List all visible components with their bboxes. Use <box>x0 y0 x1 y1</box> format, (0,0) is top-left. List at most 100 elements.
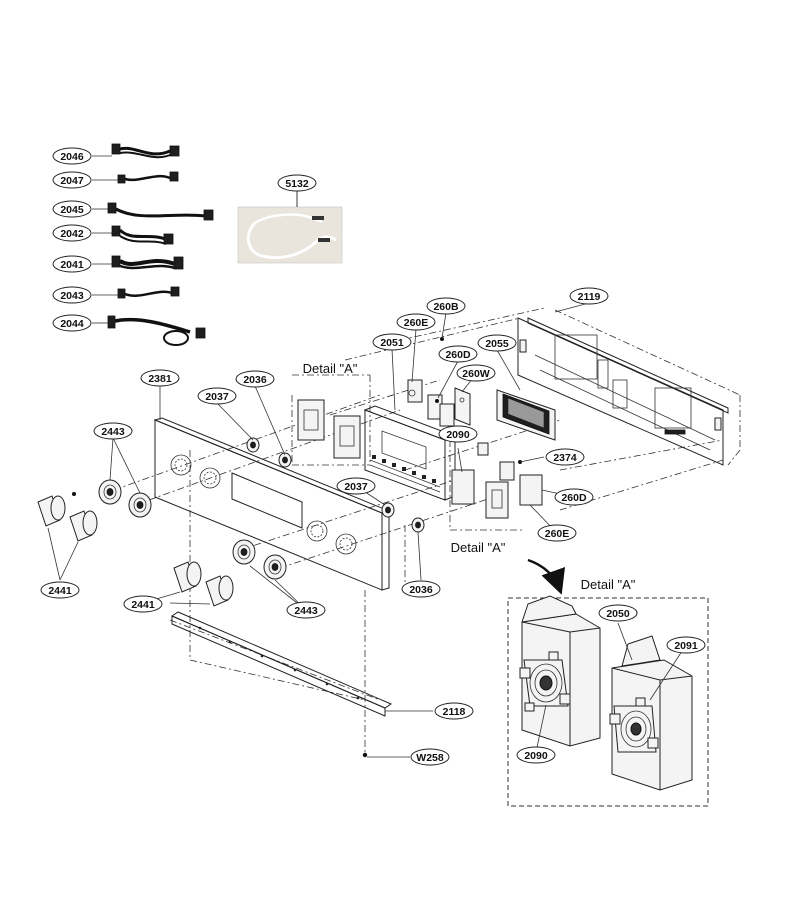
part-callouts: 204620472045204220412043204451322119260B… <box>40 147 706 766</box>
callout-2051: 2051 <box>372 333 412 351</box>
display-2055 <box>496 389 556 441</box>
callout-oval <box>666 636 706 654</box>
callout-260b: 260B <box>426 297 466 315</box>
rear-bracket-2119 <box>517 317 729 466</box>
callout-2119: 2119 <box>569 287 609 305</box>
detail-a-label-top: Detail "A" <box>303 361 358 376</box>
callout-label: 2118 <box>443 706 466 718</box>
callout-label: 2441 <box>131 599 155 611</box>
detail-a-box <box>507 595 709 807</box>
callout-oval <box>554 488 594 506</box>
callout-label: 2374 <box>553 452 577 464</box>
callout-oval <box>140 369 180 387</box>
callout-w258: W258 <box>410 748 450 766</box>
callout-oval <box>537 524 577 542</box>
callout-2443_mid: 2443 <box>286 601 326 619</box>
harness-2047-icon <box>92 171 179 184</box>
detail-a-label-box: Detail "A" <box>581 577 636 592</box>
callout-label: 2119 <box>578 291 601 303</box>
callout-oval <box>52 314 92 332</box>
callout-label: 2036 <box>409 584 433 596</box>
callout-oval <box>396 313 436 331</box>
callout-2037_mid: 2037 <box>336 477 376 495</box>
knobs-middle <box>173 561 234 607</box>
callout-oval <box>52 200 92 218</box>
callout-label: 2043 <box>60 290 84 302</box>
callout-oval <box>438 345 478 363</box>
callout-2441_left: 2441 <box>40 581 80 599</box>
knob-holes <box>170 454 357 555</box>
harness-2044-icon <box>92 315 206 346</box>
switch-modules-top <box>291 374 371 466</box>
callout-label: 260D <box>445 349 471 361</box>
callout-label: 5132 <box>285 178 309 190</box>
callout-2381: 2381 <box>140 369 180 387</box>
callout-label: 2091 <box>674 640 698 652</box>
callout-2443_left: 2443 <box>93 422 133 440</box>
callout-label: 260E <box>404 317 429 329</box>
callout-label: 2036 <box>243 374 267 386</box>
spacers-bottom <box>381 502 425 533</box>
callout-oval <box>410 748 450 766</box>
callout-oval <box>286 601 326 619</box>
harness-2041-icon <box>92 255 184 270</box>
callout-260d_right: 260D <box>554 488 594 506</box>
control-board-2051 <box>363 405 457 501</box>
wire-harness-group <box>92 143 214 346</box>
callout-oval <box>52 171 92 189</box>
harness-2043-icon <box>92 286 180 299</box>
callout-label: 2443 <box>101 426 125 438</box>
callout-oval <box>336 477 376 495</box>
callout-260e_top: 260E <box>396 313 436 331</box>
callout-2441_mid: 2441 <box>123 595 163 613</box>
knob-rings-middle <box>232 539 287 580</box>
callout-label: 2443 <box>294 605 318 617</box>
callout-oval <box>52 147 92 165</box>
callout-260w: 260W <box>456 364 496 382</box>
callout-oval <box>52 286 92 304</box>
callout-2055: 2055 <box>477 334 517 352</box>
callout-oval <box>372 333 412 351</box>
callout-oval <box>569 287 609 305</box>
callout-2046: 2046 <box>52 147 92 165</box>
callout-2037_top: 2037 <box>197 387 237 405</box>
callout-2047: 2047 <box>52 171 92 189</box>
harness-2042-icon <box>92 225 174 245</box>
knob-rings-left <box>98 479 152 518</box>
callout-oval <box>456 364 496 382</box>
callout-label: 2037 <box>205 391 229 403</box>
callout-label: 2050 <box>606 608 630 620</box>
callout-label: 260E <box>545 528 570 540</box>
callout-label: 2045 <box>60 204 84 216</box>
callout-label: 2055 <box>485 338 509 350</box>
leader-lines <box>47 190 687 758</box>
callout-oval <box>516 746 556 764</box>
callout-oval <box>40 581 80 599</box>
harness-2045-icon <box>92 202 214 221</box>
callout-label: 2090 <box>446 429 470 441</box>
spacers-top <box>246 437 292 468</box>
harness-2046-icon <box>92 143 180 159</box>
callout-label: 2046 <box>60 151 84 163</box>
callout-label: 2051 <box>380 337 404 349</box>
callout-2044: 2044 <box>52 314 92 332</box>
callout-oval <box>545 448 585 466</box>
callout-260e_right: 260E <box>537 524 577 542</box>
callout-oval <box>197 387 237 405</box>
callout-label: 260B <box>433 301 459 313</box>
detail-arrow <box>527 558 566 595</box>
callout-2374: 2374 <box>545 448 585 466</box>
callout-oval <box>52 255 92 273</box>
callout-label: 2441 <box>48 585 72 597</box>
callout-label: 2037 <box>344 481 368 493</box>
callout-label: W258 <box>416 752 444 764</box>
callout-oval <box>235 370 275 388</box>
callout-2090_detail: 2090 <box>516 746 556 764</box>
callout-oval <box>52 224 92 242</box>
callout-oval <box>434 702 474 720</box>
callout-oval <box>426 297 466 315</box>
detail-a-label-mid: Detail "A" <box>451 540 506 555</box>
callout-2036_bottom: 2036 <box>401 580 441 598</box>
callout-260d_top: 260D <box>438 345 478 363</box>
